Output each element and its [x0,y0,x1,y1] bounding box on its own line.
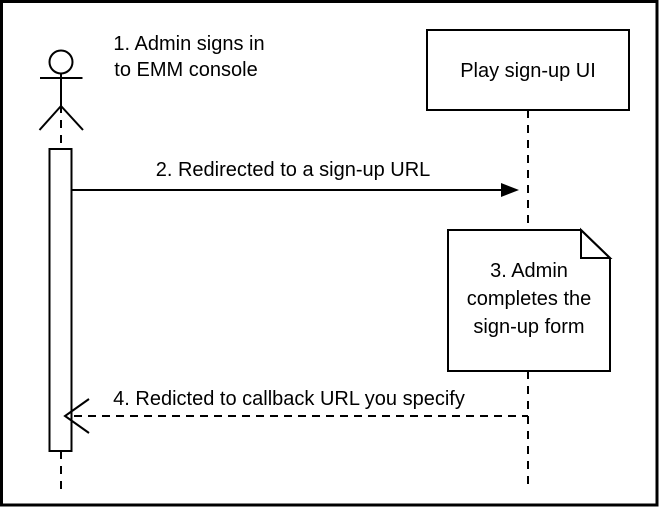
actor-left-leg [38,105,62,131]
participant-play-signup-ui: Play sign-up UI [426,29,630,111]
note-complete-form: 3. Admin completes the sign-up form [447,227,613,372]
actor-right-leg [60,105,84,131]
arrowhead-open-icon [63,398,90,434]
message-callback: 4. Redicted to callback URL you specify [63,388,528,434]
participant-label: Play sign-up UI [460,60,596,82]
actor-annotation-line2: to EMM console [114,59,257,81]
participant-box [426,29,630,111]
note-shape [447,229,611,372]
message-redirect: 2. Redirected to a sign-up URL [71,159,519,197]
arrowhead-filled-icon [501,183,519,197]
note-line1: 3. Admin [490,260,568,282]
message-callback-label: 4. Redicted to callback URL you specify [113,388,465,410]
actor-icon [38,49,84,131]
message-redirect-label: 2. Redirected to a sign-up URL [156,159,431,181]
activation-bar [48,148,73,452]
note-line3: sign-up form [473,316,584,338]
note-line2: completes the [467,288,592,310]
actor-head [48,49,74,75]
actor-annotation-line1: 1. Admin signs in [113,33,264,55]
note-fold-icon [580,227,613,259]
